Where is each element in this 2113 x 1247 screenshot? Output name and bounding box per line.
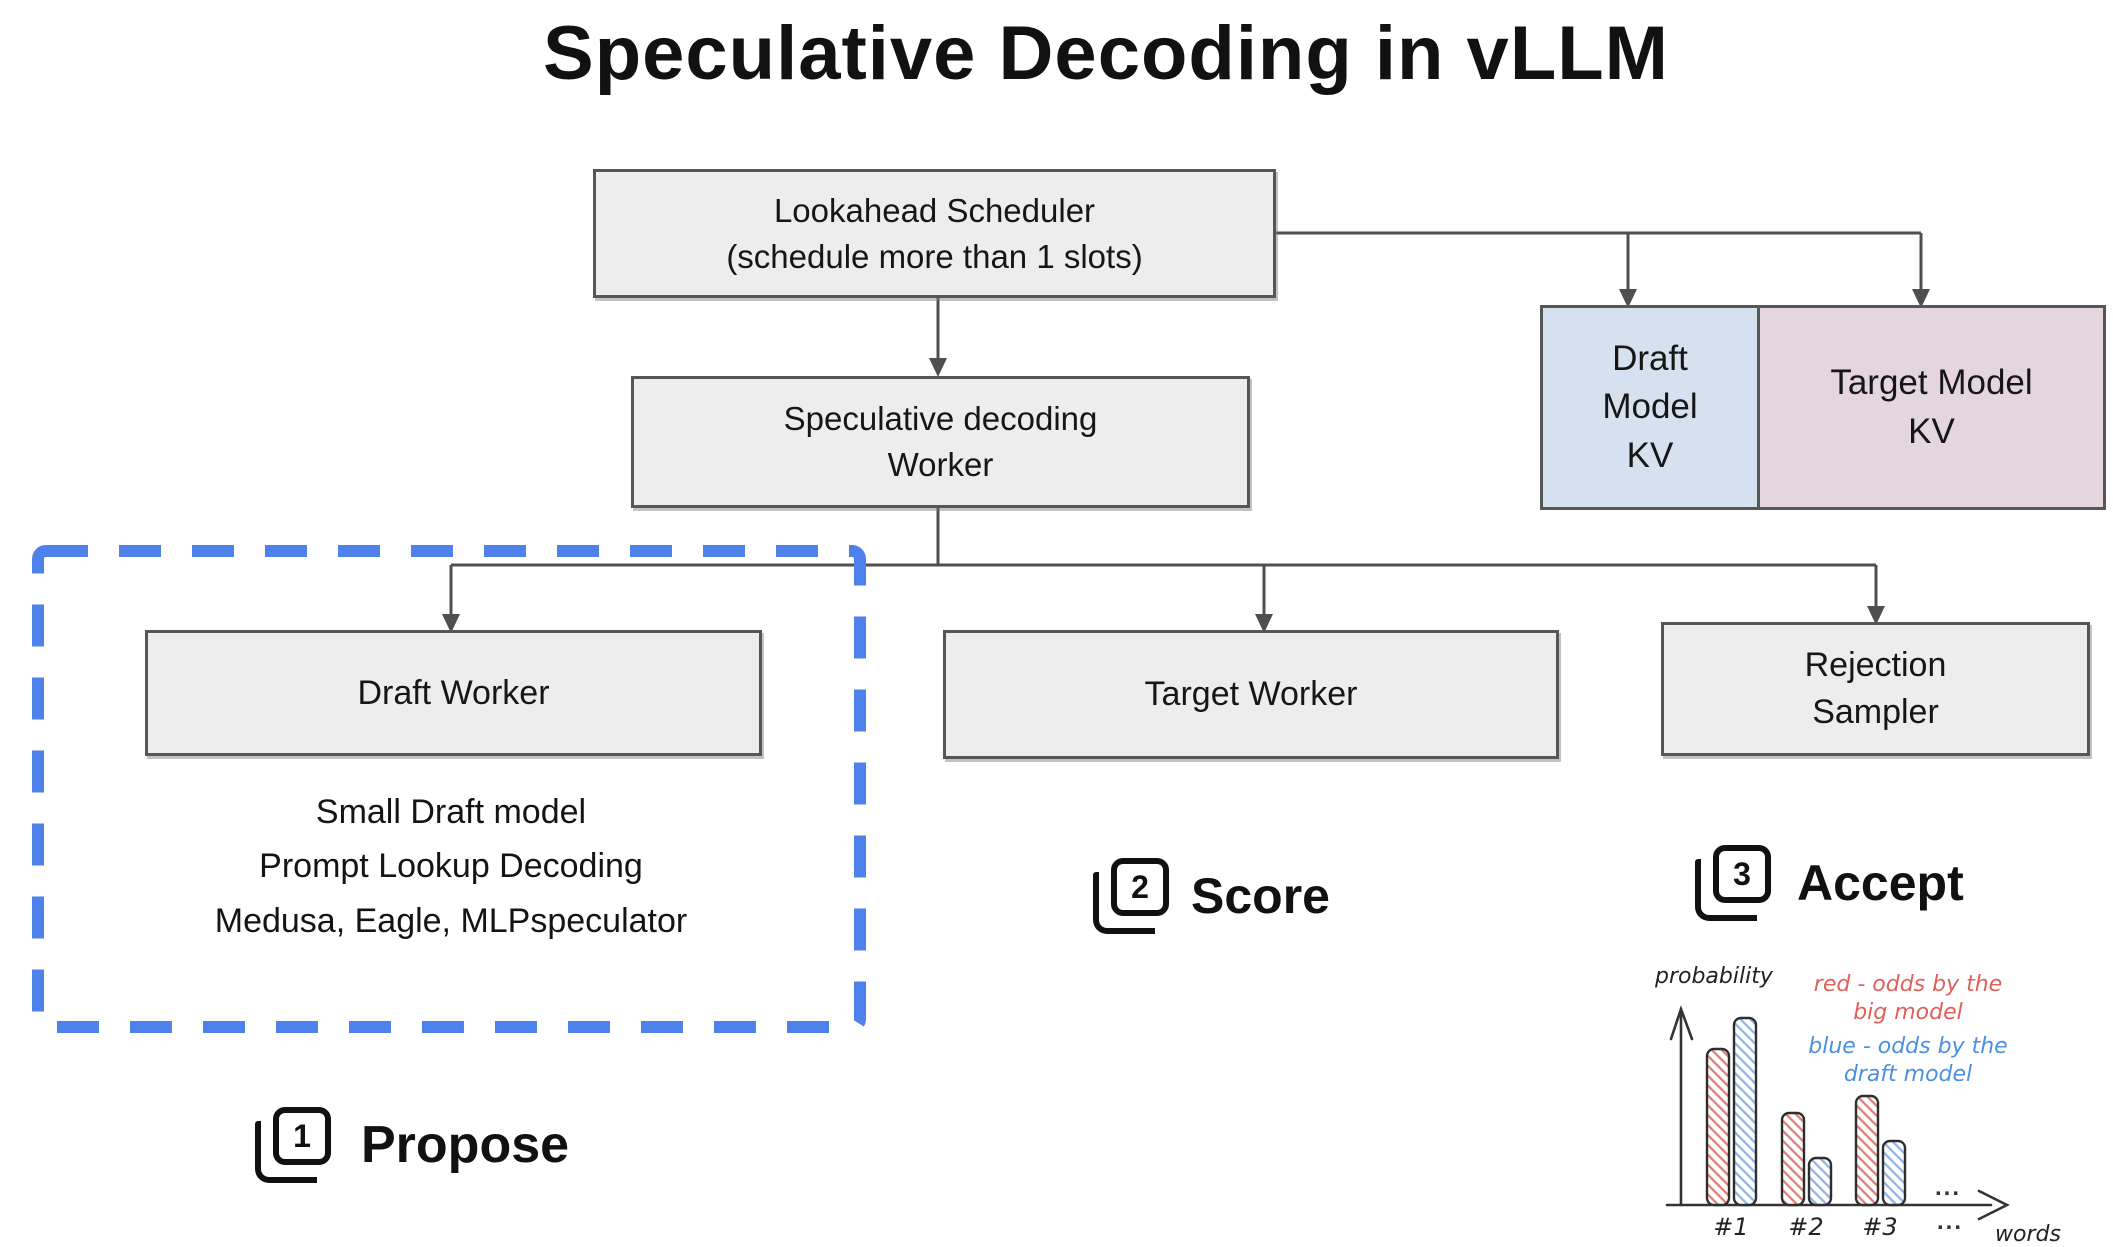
speculative-decoding-worker-label: Speculative decoding Worker xyxy=(783,400,1098,483)
chart-bar-red-#3 xyxy=(1854,1094,1880,1207)
probability-bar-chart: #1 #2 #3 probability words...... red - odds b… xyxy=(1654,964,2061,1247)
stack-back-layer xyxy=(1695,859,1757,921)
step-accept: 3 Accept xyxy=(1695,845,1964,921)
stack-front-number: 1 xyxy=(273,1107,331,1165)
target-worker-box: Target Worker xyxy=(943,630,1559,759)
propose-highlight-dashed-box xyxy=(32,545,866,1033)
draft-model-kv-label: Draft Model KV xyxy=(1602,339,1698,475)
chart-legend-red-line2: big model xyxy=(1853,1000,1963,1025)
draft-model-kv-box: Draft Model KV xyxy=(1540,305,1760,510)
accept-label: Accept xyxy=(1797,855,1964,911)
chart-category-label: #1 xyxy=(1713,1213,1748,1241)
draft-worker-box: Draft Worker xyxy=(145,630,762,756)
chart-bar-blue-#3 xyxy=(1881,1139,1907,1207)
chart-category-label: #3 xyxy=(1862,1213,1897,1241)
stacked-squares-2-icon: 2 xyxy=(1093,858,1169,934)
step-score: 2 Score xyxy=(1093,858,1330,934)
speculative-decoding-worker-box: Speculative decoding Worker xyxy=(631,376,1250,508)
propose-label: Propose xyxy=(361,1116,570,1174)
step-propose: 1 Propose xyxy=(255,1107,569,1183)
rejection-sampler-box: Rejection Sampler xyxy=(1661,622,2090,756)
chart-xlabel: words xyxy=(1995,1222,2061,1247)
stack-back-layer xyxy=(255,1121,317,1183)
stacked-squares-3-icon: 3 xyxy=(1695,845,1771,921)
stack-front-number: 3 xyxy=(1713,845,1771,903)
chart-legend-red-line1: red - odds by the xyxy=(1814,972,2002,997)
chart-category-label: #2 xyxy=(1788,1213,1823,1241)
stack-back-layer xyxy=(1093,872,1155,934)
rejection-sampler-label: Rejection Sampler xyxy=(1804,646,1947,731)
draft-methods-text: Small Draft model Prompt Lookup Decoding… xyxy=(214,793,688,940)
chart-ellipsis-below: ... xyxy=(1937,1208,1963,1235)
chart-ylabel: probability xyxy=(1654,964,1774,989)
stack-front-number: 2 xyxy=(1111,858,1169,916)
chart-bar-red-#1 xyxy=(1705,1047,1731,1207)
stacked-squares-1-icon: 1 xyxy=(255,1107,331,1183)
lookahead-scheduler-label: Lookahead Scheduler (schedule more than … xyxy=(726,191,1143,275)
chart-bar-red-#2 xyxy=(1780,1111,1806,1207)
target-worker-label: Target Worker xyxy=(1144,675,1358,714)
chart-legend-blue-line1: blue - odds by the xyxy=(1808,1034,2007,1059)
page-title: Speculative Decoding in vLLM xyxy=(543,11,1669,96)
target-model-kv-label: Target Model KV xyxy=(1830,363,2033,451)
chart-bar-blue-#1 xyxy=(1732,1016,1758,1207)
chart-ellipsis-above: ... xyxy=(1935,1174,1961,1201)
chart-legend-blue-line2: draft model xyxy=(1844,1062,1972,1087)
draft-worker-label: Draft Worker xyxy=(357,673,550,712)
arrowheads xyxy=(442,289,1930,633)
score-label: Score xyxy=(1191,868,1330,924)
chart-bar-blue-#2 xyxy=(1807,1156,1833,1207)
target-model-kv-box: Target Model KV xyxy=(1757,305,2106,510)
lookahead-scheduler-box: Lookahead Scheduler (schedule more than … xyxy=(593,169,1276,298)
